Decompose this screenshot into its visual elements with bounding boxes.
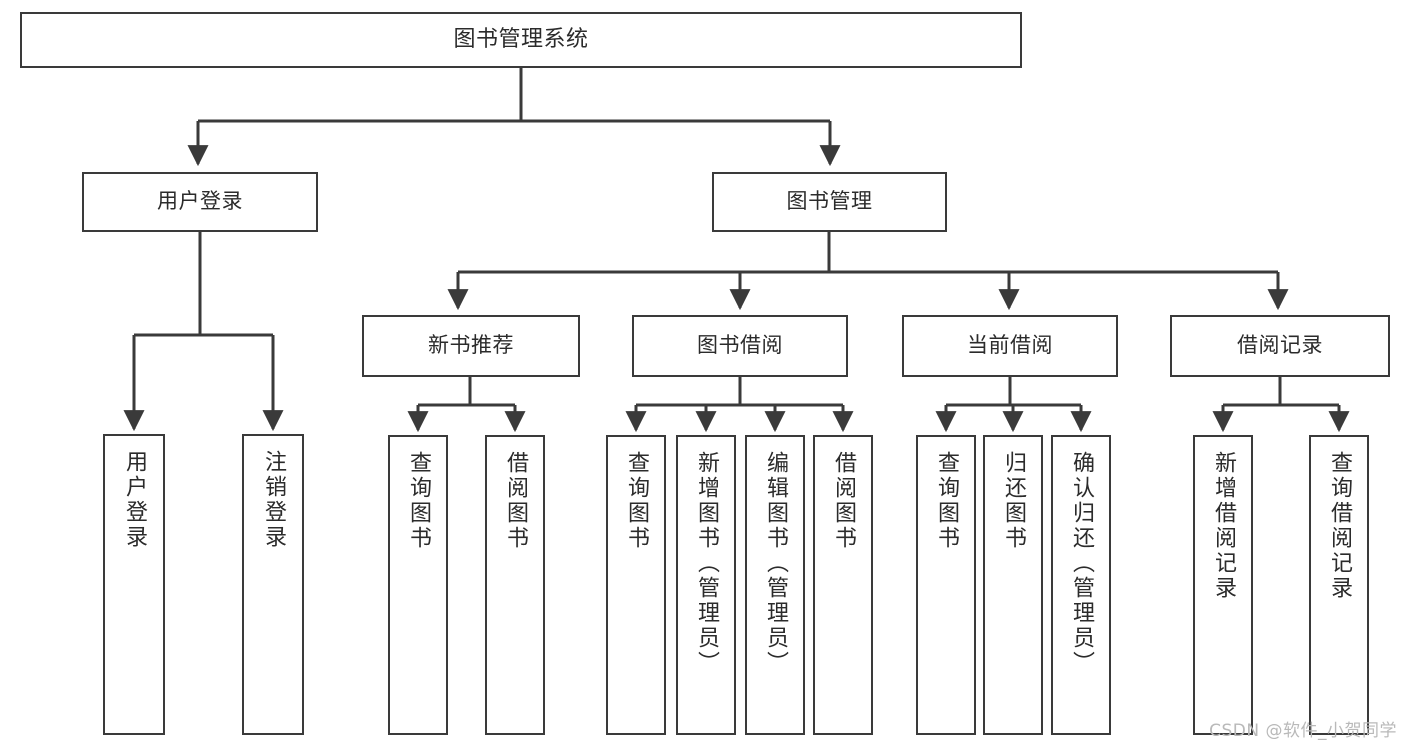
leaf-return-book[interactable]: 归还图书	[983, 435, 1043, 735]
leaf-query-record[interactable]: 查询借阅记录	[1309, 435, 1369, 735]
leaf-add-book[interactable]: 新增图书（管理员）	[676, 435, 736, 735]
leaf-confirm-return-label: 确认归还（管理员）	[1069, 451, 1094, 676]
node-book-borrow-label: 图书借阅	[697, 333, 783, 358]
node-borrow-record-label: 借阅记录	[1237, 333, 1323, 358]
leaf-borrow-book-1[interactable]: 借阅图书	[485, 435, 545, 735]
leaf-query-book-2[interactable]: 查询图书	[606, 435, 666, 735]
node-user-login[interactable]: 用户登录	[82, 172, 318, 232]
leaf-user-login[interactable]: 用户登录	[103, 434, 165, 735]
leaf-user-login-label: 用户登录	[122, 450, 147, 550]
leaf-borrow-book-2[interactable]: 借阅图书	[813, 435, 873, 735]
leaf-edit-book-label: 编辑图书（管理员）	[763, 451, 788, 676]
leaf-logout-login[interactable]: 注销登录	[242, 434, 304, 735]
node-root-label: 图书管理系统	[453, 27, 589, 53]
leaf-query-record-label: 查询借阅记录	[1327, 451, 1352, 601]
leaf-add-record-label: 新增借阅记录	[1211, 451, 1236, 601]
node-root[interactable]: 图书管理系统	[20, 12, 1022, 68]
leaf-add-record[interactable]: 新增借阅记录	[1193, 435, 1253, 735]
node-current-borrow[interactable]: 当前借阅	[902, 315, 1118, 377]
node-book-management-label: 图书管理	[786, 189, 873, 214]
leaf-query-book-2-label: 查询图书	[624, 451, 649, 551]
leaf-query-book-3[interactable]: 查询图书	[916, 435, 976, 735]
node-book-borrow[interactable]: 图书借阅	[632, 315, 848, 377]
node-current-borrow-label: 当前借阅	[967, 333, 1053, 358]
leaf-query-book-3-label: 查询图书	[934, 451, 959, 551]
leaf-borrow-book-2-label: 借阅图书	[831, 451, 856, 551]
node-user-login-label: 用户登录	[157, 189, 243, 214]
leaf-confirm-return[interactable]: 确认归还（管理员）	[1051, 435, 1111, 735]
leaf-query-book-1-label: 查询图书	[406, 451, 431, 551]
leaf-add-book-label: 新增图书（管理员）	[694, 451, 719, 676]
watermark: CSDN @软件_小贺同学	[1209, 721, 1397, 741]
leaf-edit-book[interactable]: 编辑图书（管理员）	[745, 435, 805, 735]
leaf-return-book-label: 归还图书	[1001, 451, 1026, 551]
leaf-logout-login-label: 注销登录	[261, 450, 286, 550]
node-new-book-recommend[interactable]: 新书推荐	[362, 315, 580, 377]
node-borrow-record[interactable]: 借阅记录	[1170, 315, 1390, 377]
leaf-borrow-book-1-label: 借阅图书	[503, 451, 528, 551]
leaf-query-book-1[interactable]: 查询图书	[388, 435, 448, 735]
node-book-management[interactable]: 图书管理	[712, 172, 947, 232]
node-new-book-recommend-label: 新书推荐	[428, 333, 514, 358]
